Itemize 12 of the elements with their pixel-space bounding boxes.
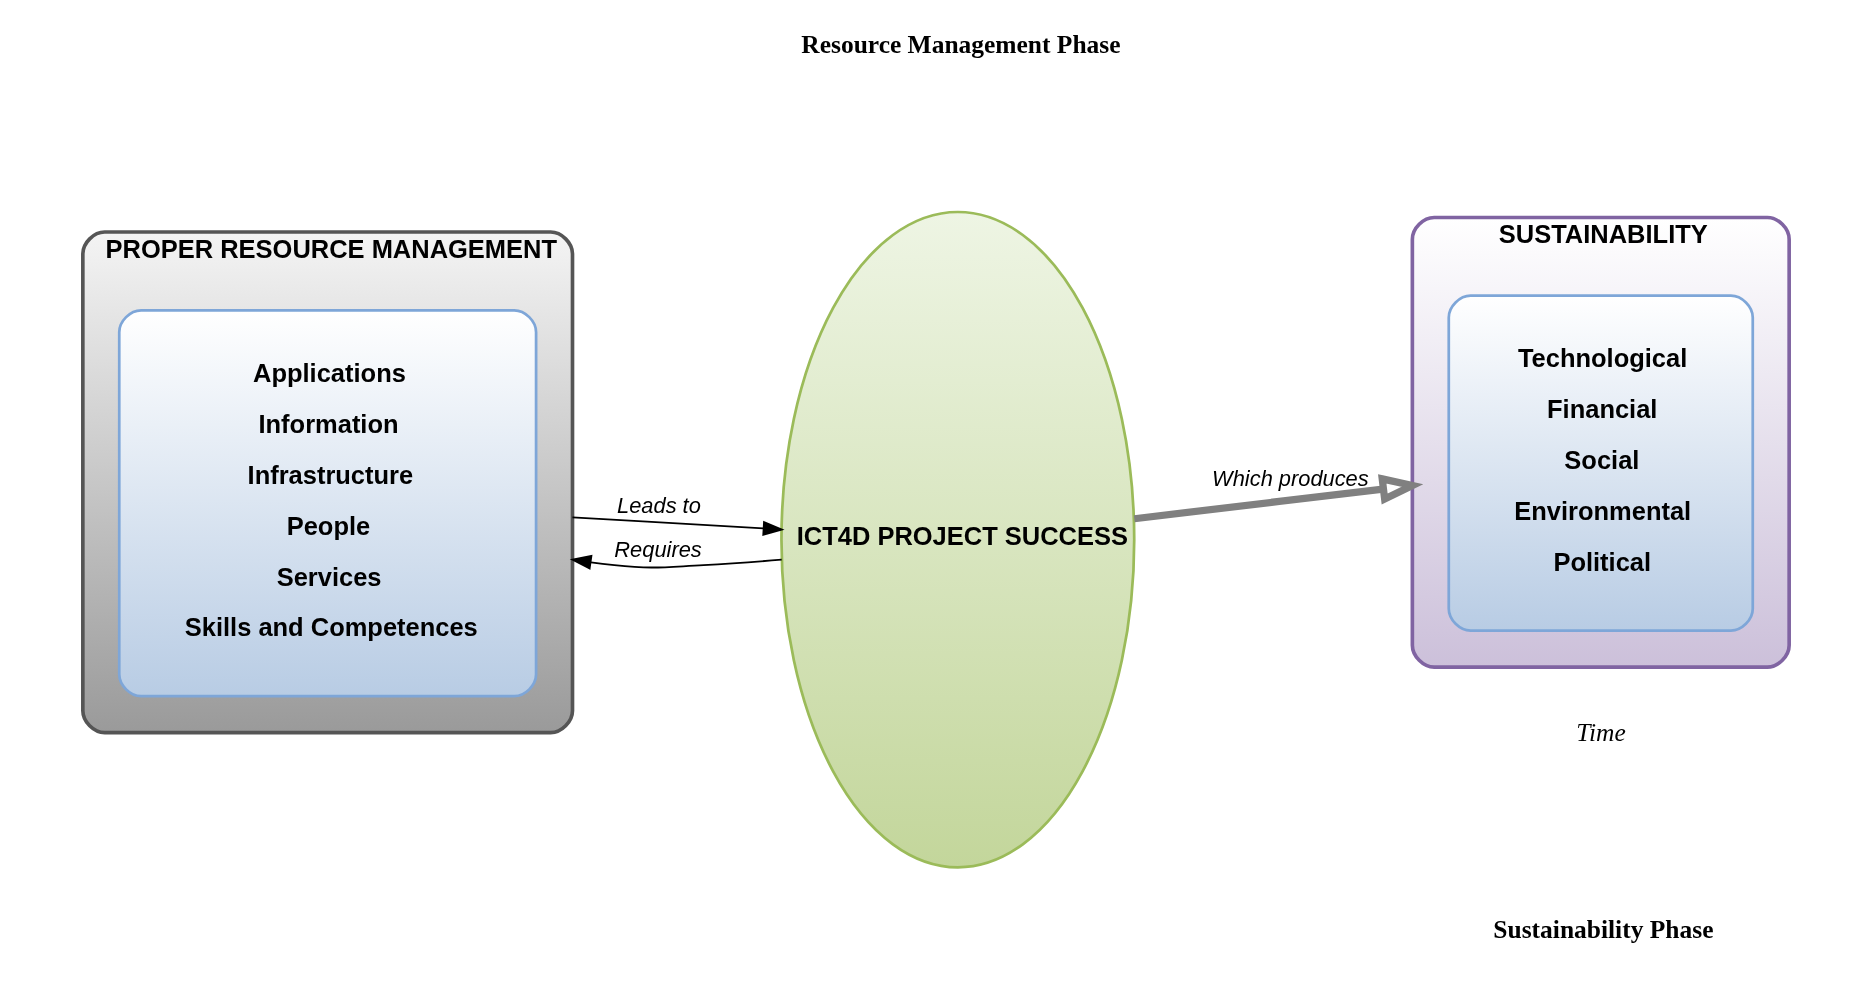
label: Resource Management Phase xyxy=(801,30,1121,60)
arrow xyxy=(571,516,785,537)
node-box: Technological Financial Social Environmental Political xyxy=(1447,294,1755,633)
label: Time xyxy=(1576,718,1626,748)
edge-label: Leads to xyxy=(617,493,701,519)
node-box: Applications Information Infrastructure People Services Skills and Competences xyxy=(117,308,538,698)
edge-label: Requires xyxy=(614,537,702,563)
arrow xyxy=(1133,474,1424,523)
arrow xyxy=(569,554,783,570)
label: Sustainability Phase xyxy=(1493,914,1714,944)
node-ellipse: ICT4D PROJECT SUCCESS xyxy=(780,210,1136,869)
edge-label: Which produces xyxy=(1212,466,1369,492)
